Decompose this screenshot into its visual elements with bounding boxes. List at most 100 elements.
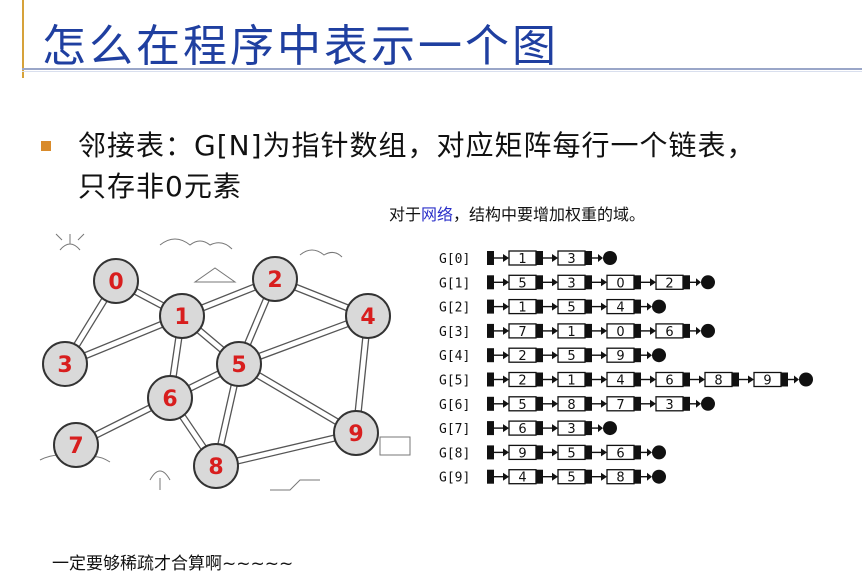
next-pointer <box>585 251 592 265</box>
graph-node-0: 0 <box>93 258 139 304</box>
cloud-icon <box>159 238 233 250</box>
row-label: G[9] <box>439 471 470 486</box>
null-terminator-icon <box>652 299 666 314</box>
list-node-value: 9 <box>518 446 526 461</box>
list-node: 7 <box>508 323 543 340</box>
row-label: G[0] <box>439 252 470 267</box>
next-pointer <box>585 299 592 314</box>
null-terminator-icon <box>652 469 666 484</box>
list-node: 4 <box>606 371 641 389</box>
head-pointer <box>487 251 494 265</box>
graph-edges <box>61 275 372 470</box>
next-pointer <box>585 445 592 460</box>
arrow-icon <box>601 302 607 311</box>
list-node-value: 3 <box>567 276 575 291</box>
next-pointer <box>585 469 592 484</box>
tree-icon <box>149 470 171 490</box>
arrow-icon <box>503 472 509 481</box>
list-node-value: 1 <box>567 325 575 340</box>
arrow-icon <box>503 448 509 457</box>
arrow-icon <box>650 278 656 287</box>
list-node: 1 <box>508 250 543 267</box>
null-terminator-icon <box>701 323 715 338</box>
null-terminator-icon <box>652 348 666 363</box>
list-node: 5 <box>508 274 543 291</box>
list-node-value: 6 <box>518 422 526 437</box>
list-node-value: 2 <box>518 349 526 364</box>
arrow-icon <box>647 472 652 481</box>
next-pointer <box>732 372 739 387</box>
next-pointer <box>536 299 543 314</box>
next-pointer <box>634 445 641 460</box>
adjacency-row: G[7] 6 3 <box>439 420 617 437</box>
graph-node-9: 9 <box>333 410 379 456</box>
footer-remark: 一定要够稀疏才合算啊~~~~~ <box>52 554 294 574</box>
list-node-value: 9 <box>616 349 624 364</box>
graph-node-2: 2 <box>252 256 298 302</box>
next-pointer <box>536 348 543 363</box>
next-pointer <box>536 445 543 460</box>
list-node: 6 <box>508 420 543 437</box>
graph-node-6: 6 <box>147 375 193 421</box>
next-pointer <box>683 372 690 387</box>
list-node-value: 3 <box>567 422 575 437</box>
list-node: 0 <box>606 323 641 340</box>
list-node: 2 <box>508 347 543 364</box>
arrow-icon <box>598 424 603 433</box>
next-pointer <box>683 323 690 338</box>
list-node-value: 8 <box>714 374 722 389</box>
title-divider-shadow <box>22 71 862 72</box>
list-node: 5 <box>557 444 592 461</box>
arrow-icon <box>503 254 509 262</box>
null-terminator-icon <box>799 372 813 387</box>
arrow-icon <box>699 375 705 384</box>
next-pointer <box>683 396 690 411</box>
list-node-value: 5 <box>518 276 526 291</box>
null-terminator-icon <box>652 445 666 460</box>
graph-node-7: 7 <box>53 422 99 468</box>
list-node: 9 <box>508 444 543 461</box>
arrow-icon <box>650 375 656 384</box>
list-node-value: 8 <box>567 398 575 413</box>
cloud-icon <box>299 249 343 258</box>
next-pointer <box>585 396 592 411</box>
graph-node-label: 7 <box>68 434 83 459</box>
graph-node-3: 3 <box>42 341 88 387</box>
next-pointer <box>585 372 592 387</box>
list-node-value: 5 <box>567 471 575 486</box>
arrow-icon <box>503 424 509 433</box>
graph-node-label: 9 <box>348 422 363 447</box>
next-pointer <box>634 372 641 387</box>
null-terminator-icon <box>701 396 715 411</box>
graph-node-label: 1 <box>174 305 189 330</box>
next-pointer <box>536 275 543 290</box>
list-node-value: 7 <box>616 398 624 413</box>
list-node-value: 6 <box>665 325 673 340</box>
list-node: 3 <box>557 250 592 267</box>
list-node: 8 <box>557 396 592 413</box>
arrow-icon <box>696 399 701 408</box>
row-label: G[5] <box>439 374 470 389</box>
arrow-icon <box>503 375 509 384</box>
bullet-square-icon <box>41 141 51 151</box>
arrow-icon <box>601 448 607 457</box>
next-pointer <box>536 323 543 338</box>
arrow-icon <box>696 278 701 287</box>
row-label: G[7] <box>439 422 470 437</box>
list-node: 5 <box>508 396 543 413</box>
arrow-icon <box>503 351 509 360</box>
list-node: 6 <box>655 323 690 340</box>
arrow-icon <box>696 326 701 335</box>
arrow-icon <box>650 326 656 335</box>
row-label: G[1] <box>439 276 470 291</box>
graph-node-label: 2 <box>267 268 282 293</box>
graph-node-8: 8 <box>193 443 239 489</box>
list-node: 6 <box>655 371 690 389</box>
list-node-value: 3 <box>665 398 673 413</box>
